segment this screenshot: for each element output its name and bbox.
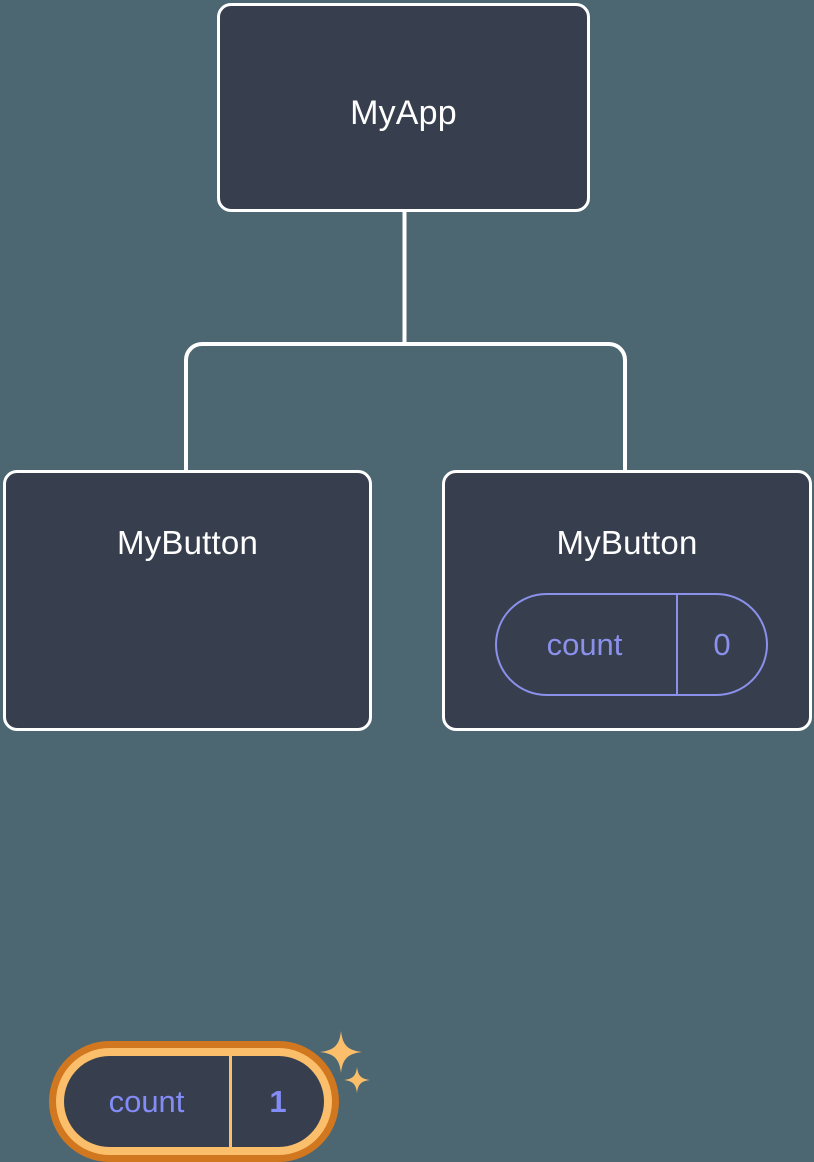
- connector-lines: [184, 212, 627, 472]
- component-node-child-right-label: MyButton: [556, 524, 698, 561]
- state-pill-divider: [676, 595, 678, 694]
- component-node-root-label: MyApp: [350, 94, 457, 132]
- state-value-label: 1: [269, 1084, 287, 1119]
- state-key-label: count: [546, 627, 623, 662]
- state-pill-inner-ring: count 1: [56, 1048, 332, 1155]
- state-pill-plain[interactable]: count 0: [495, 593, 768, 696]
- state-pill-highlighted[interactable]: count 1: [49, 1041, 339, 1162]
- sparkle-icon: [344, 1067, 370, 1093]
- connector-branch-right: [404, 342, 627, 472]
- state-value-label: 0: [713, 627, 731, 662]
- component-node-child-right[interactable]: MyButton count 0: [442, 470, 812, 731]
- state-pill-core: count 1: [64, 1056, 324, 1147]
- connector-branch-left: [184, 342, 405, 472]
- component-node-root[interactable]: MyApp: [217, 3, 590, 212]
- state-key-label: count: [108, 1084, 185, 1119]
- component-node-child-left[interactable]: MyButton count 1: [3, 470, 372, 1162]
- component-tree-diagram: MyApp MyButton count 1 MyButton count: [3, 3, 812, 1162]
- component-node-child-left-label: MyButton: [117, 524, 258, 561]
